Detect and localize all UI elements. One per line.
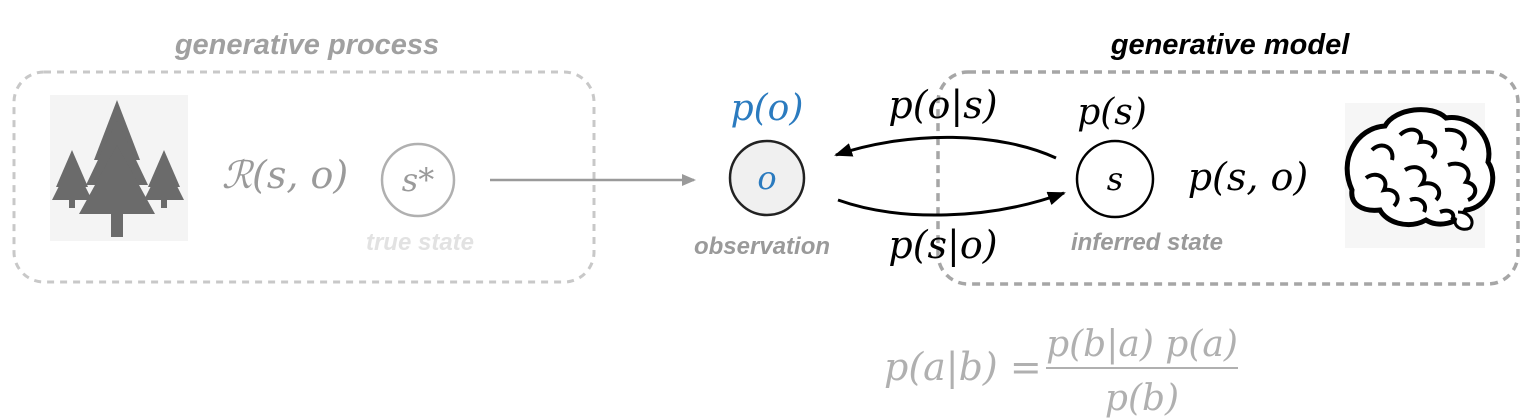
model-box (936, 70, 1520, 286)
true-state-caption: true state (366, 229, 474, 256)
inferred-state-label: s (1107, 160, 1123, 198)
bayes-denominator: p(b) (1105, 378, 1179, 419)
posterior-arrow (837, 191, 1066, 217)
process-distribution: ℛ(s, o) (222, 153, 349, 197)
bayes-lhs: p(a|b) = (884, 345, 1042, 389)
process-title: generative process (174, 29, 439, 61)
brain-icon (1344, 103, 1496, 248)
posterior-label: p(s|o) (888, 223, 997, 267)
bayes-numerator: p(b|a) p(a) (1046, 324, 1238, 365)
observation-marginal: p(o) (731, 88, 804, 129)
process-box (12, 70, 596, 284)
model-joint: p(s, o) (1188, 155, 1309, 199)
likelihood-arrow (834, 135, 1057, 160)
trees-icon (50, 95, 188, 241)
likelihood-label: p(o|s) (888, 83, 997, 127)
true-state-label: s* (402, 161, 434, 199)
inferred-state-node (1075, 139, 1155, 219)
true-state-node (380, 142, 456, 218)
observation-node (728, 139, 806, 217)
model-prior: p(s) (1077, 92, 1147, 133)
inferred-state-caption: inferred state (1071, 229, 1223, 256)
observation-caption: observation (694, 233, 830, 260)
model-title: generative model (1110, 29, 1350, 61)
observation-label: o (757, 159, 776, 197)
